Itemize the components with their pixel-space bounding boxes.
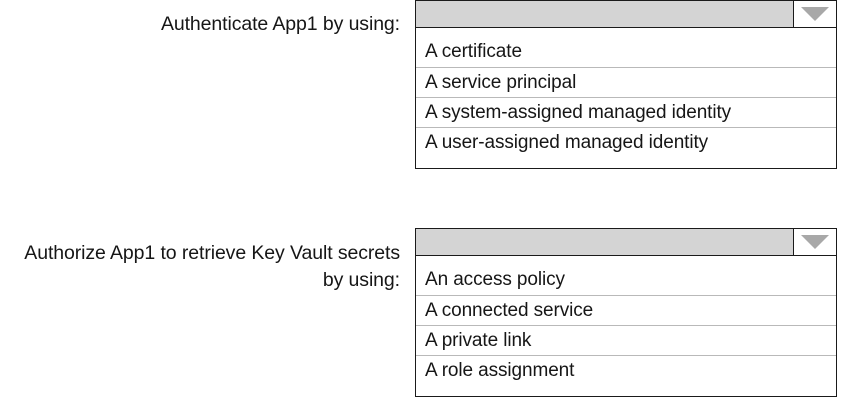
prompt-label-authorize: Authorize App1 to retrieve Key Vault sec… [24, 242, 400, 291]
dropdown-arrow-button-authorize[interactable] [793, 229, 836, 255]
dropdown-authorize: An access policy A connected service A p… [415, 228, 837, 397]
dropdown-arrow-button-authenticate[interactable] [793, 1, 836, 27]
dropdown-selected-value-authenticate[interactable] [416, 1, 793, 27]
dropdown-option[interactable]: A private link [416, 325, 836, 355]
dropdown-selected-value-authorize[interactable] [416, 229, 793, 255]
dropdown-option-list-authorize: An access policy A connected service A p… [415, 256, 837, 397]
dropdown-option[interactable]: A user-assigned managed identity [416, 127, 836, 157]
dropdown-header-authorize[interactable] [415, 228, 837, 256]
dropdown-option[interactable]: A connected service [416, 295, 836, 325]
dropdown-option[interactable]: An access policy [425, 269, 565, 290]
chevron-down-icon [801, 6, 829, 21]
prompt-label-authenticate: Authenticate App1 by using: [160, 13, 400, 35]
dropdown-option[interactable]: A system-assigned managed identity [416, 97, 836, 127]
dropdown-option-list-authenticate: A certificate A service principal A syst… [415, 28, 837, 169]
dropdown-option[interactable]: A role assignment [416, 355, 836, 385]
dropdown-option[interactable]: A service principal [416, 67, 836, 97]
chevron-down-icon [801, 234, 829, 249]
dropdown-header-authenticate[interactable] [415, 0, 837, 28]
dropdown-authenticate: A certificate A service principal A syst… [415, 0, 837, 169]
dropdown-option[interactable]: A certificate [425, 41, 522, 62]
